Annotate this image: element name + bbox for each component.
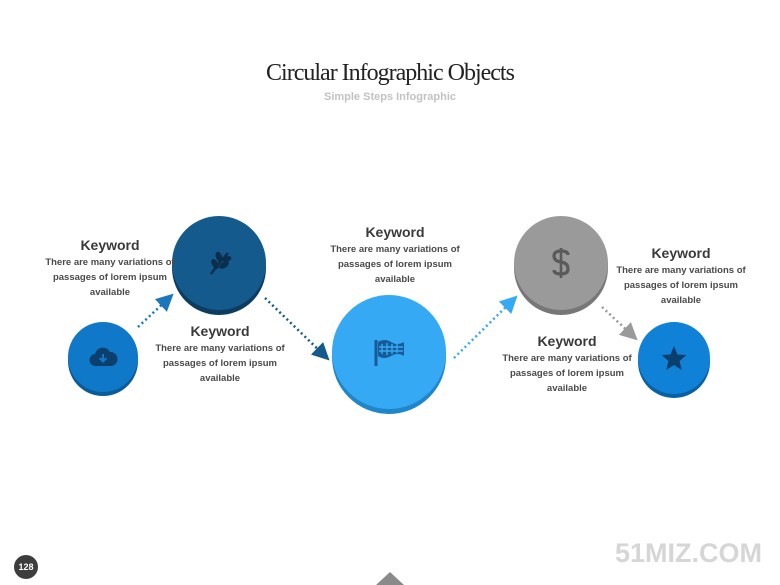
flag-icon <box>371 336 407 368</box>
connector-2-3 <box>264 297 330 361</box>
watermark-logo: 51MIZ.COM <box>614 538 762 568</box>
step-3-circle <box>332 295 446 409</box>
step-5-circle <box>638 322 710 394</box>
step-1-keyword: Keyword <box>80 237 140 253</box>
step-4-circle <box>514 216 608 310</box>
connector-3-4 <box>453 295 518 359</box>
step-3-text: Keyword There are many variations of pas… <box>330 224 460 287</box>
star-icon <box>661 345 687 371</box>
step-2-keyword: Keyword <box>190 323 250 339</box>
step-5-description: There are many variations of passages of… <box>616 265 746 306</box>
connector-4-5 <box>601 306 638 341</box>
step-3-keyword: Keyword <box>365 224 425 240</box>
leaf-sprig-icon <box>204 248 234 278</box>
step-1-circle <box>68 322 138 392</box>
step-2-text: Keyword There are many variations of pas… <box>155 323 285 386</box>
page-number-badge: 128 <box>14 555 38 579</box>
dollar-icon <box>549 246 573 280</box>
connector-1-2 <box>137 293 174 328</box>
step-4-keyword: Keyword <box>537 333 597 349</box>
step-3-description: There are many variations of passages of… <box>330 244 460 285</box>
bottom-nav-tab[interactable] <box>376 572 404 585</box>
step-4-text: Keyword There are many variations of pas… <box>502 333 632 396</box>
step-1-description: There are many variations of passages of… <box>45 257 175 298</box>
step-2-circle <box>172 216 266 310</box>
page-subtitle: Simple Steps Infographic <box>323 91 457 103</box>
page-title: Circular Infographic Objects <box>266 60 515 86</box>
cloud-download-icon <box>88 346 118 368</box>
step-4-description: There are many variations of passages of… <box>502 353 632 394</box>
step-2-description: There are many variations of passages of… <box>155 343 285 384</box>
step-1-text: Keyword There are many variations of pas… <box>45 237 175 300</box>
step-5-text: Keyword There are many variations of pas… <box>616 245 746 308</box>
step-5-keyword: Keyword <box>651 245 711 261</box>
